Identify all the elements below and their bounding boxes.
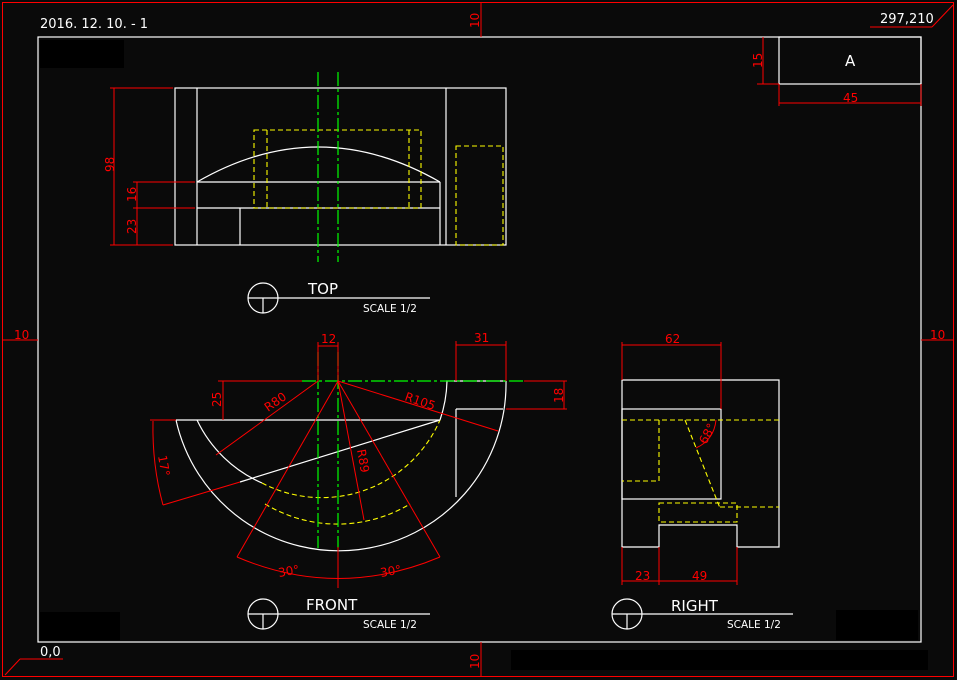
margin-top-dim: 10 [468, 13, 482, 28]
view-symbol-icon [247, 282, 430, 314]
front-dim-30deg-left: 30° [277, 562, 300, 579]
margin-right-dim: 10 [930, 328, 945, 342]
blank-patch [40, 612, 120, 640]
margin-left-dim: 10 [14, 328, 29, 342]
top-view [110, 72, 507, 262]
front-dim-30deg-right: 30° [379, 562, 402, 579]
front-view [150, 341, 567, 588]
view-symbol-icon [247, 598, 430, 630]
margin-bottom-dim: 10 [468, 654, 482, 669]
front-dim-25: 25 [210, 392, 224, 407]
front-dim-12: 12 [321, 332, 336, 346]
sheet-date-label: 2016. 12. 10. - 1 [40, 17, 148, 32]
top-dim-98: 98 [103, 157, 117, 172]
blank-patch [836, 610, 918, 640]
blank-patch [40, 40, 124, 68]
top-view-scale: SCALE 1/2 [363, 303, 417, 315]
front-dim-r105: R105 [403, 390, 437, 413]
front-view-title: FRONT [306, 596, 358, 614]
title-block-width-dim: 45 [843, 91, 858, 105]
title-block-height-dim: 15 [751, 53, 765, 68]
right-view-scale: SCALE 1/2 [727, 619, 781, 631]
right-dim-23: 23 [635, 569, 650, 583]
front-dim-17deg: 17° [155, 454, 172, 477]
front-dim-r80: R80 [262, 389, 289, 414]
sheet-origin-label: 0,0 [40, 645, 61, 660]
blank-patch [511, 650, 928, 670]
right-dim-49: 49 [692, 569, 707, 583]
title-block-letter: A [845, 52, 856, 70]
right-dim-62: 62 [665, 332, 680, 346]
front-view-scale: SCALE 1/2 [363, 619, 417, 631]
top-dim-23: 23 [125, 219, 139, 234]
top-view-title: TOP [307, 280, 338, 298]
sheet-size-label: 297,210 [880, 12, 934, 27]
front-dim-r89: R89 [354, 448, 372, 474]
title-block [757, 36, 922, 106]
front-dim-18: 18 [552, 388, 566, 403]
front-dim-31: 31 [474, 331, 489, 345]
view-symbol-icon [611, 598, 793, 630]
right-view [621, 342, 780, 585]
top-dim-16: 16 [125, 187, 139, 202]
right-view-title: RIGHT [671, 597, 719, 615]
